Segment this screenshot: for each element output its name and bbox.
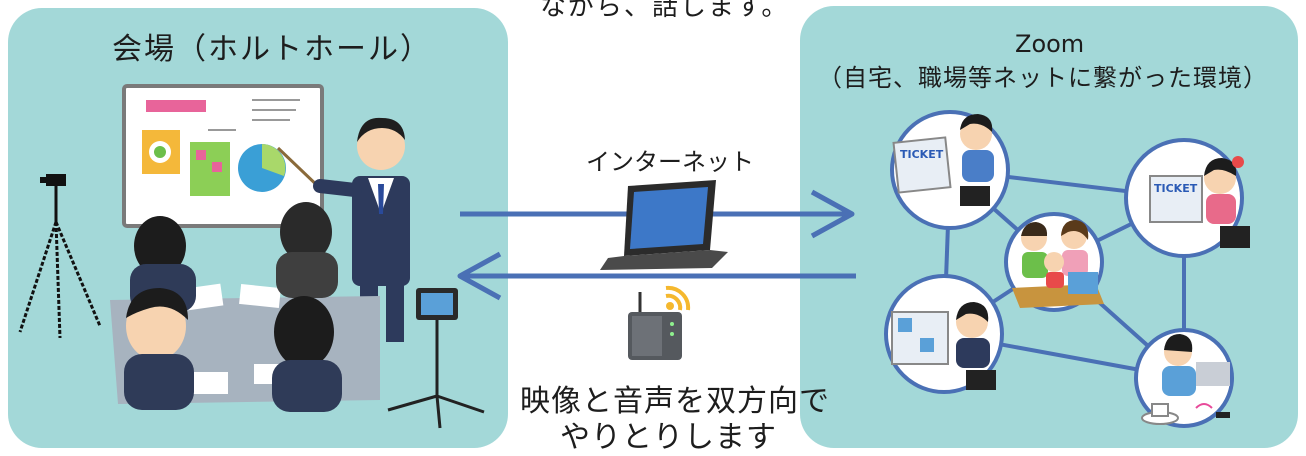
zoom-subtitle: （自宅、職場等ネットに繋がった環境） bbox=[818, 64, 1268, 92]
coffee-cup-icon bbox=[1141, 403, 1179, 425]
ticket-text: TICKET bbox=[900, 148, 944, 161]
participant-icon: TICKET bbox=[890, 110, 1010, 230]
audience-icon bbox=[110, 202, 380, 412]
camera-tripod-icon bbox=[18, 174, 102, 339]
zoom-title: Zoom bbox=[1015, 30, 1085, 58]
top-caption: ながら、話します。 bbox=[540, 0, 790, 22]
participant-icon: TICKET bbox=[1124, 138, 1250, 258]
participant-icon bbox=[1134, 328, 1234, 428]
av-description-line2: やりとりします bbox=[560, 420, 777, 455]
av-description-line1: 映像と音声を双方向で bbox=[520, 384, 830, 419]
internet-label: インターネット bbox=[586, 148, 754, 176]
wifi-icon bbox=[665, 285, 691, 311]
participant-icon bbox=[884, 274, 1004, 394]
venue-title: 会場（ホルトホール） bbox=[112, 32, 432, 67]
router-icon bbox=[628, 292, 682, 360]
family-icon bbox=[1004, 212, 1104, 312]
laptop-icon bbox=[600, 180, 728, 270]
ticket-text: TICKET bbox=[1154, 182, 1198, 195]
whiteboard-icon bbox=[122, 84, 324, 228]
tablet-stand-icon bbox=[387, 288, 485, 429]
download-arrow bbox=[457, 251, 856, 301]
